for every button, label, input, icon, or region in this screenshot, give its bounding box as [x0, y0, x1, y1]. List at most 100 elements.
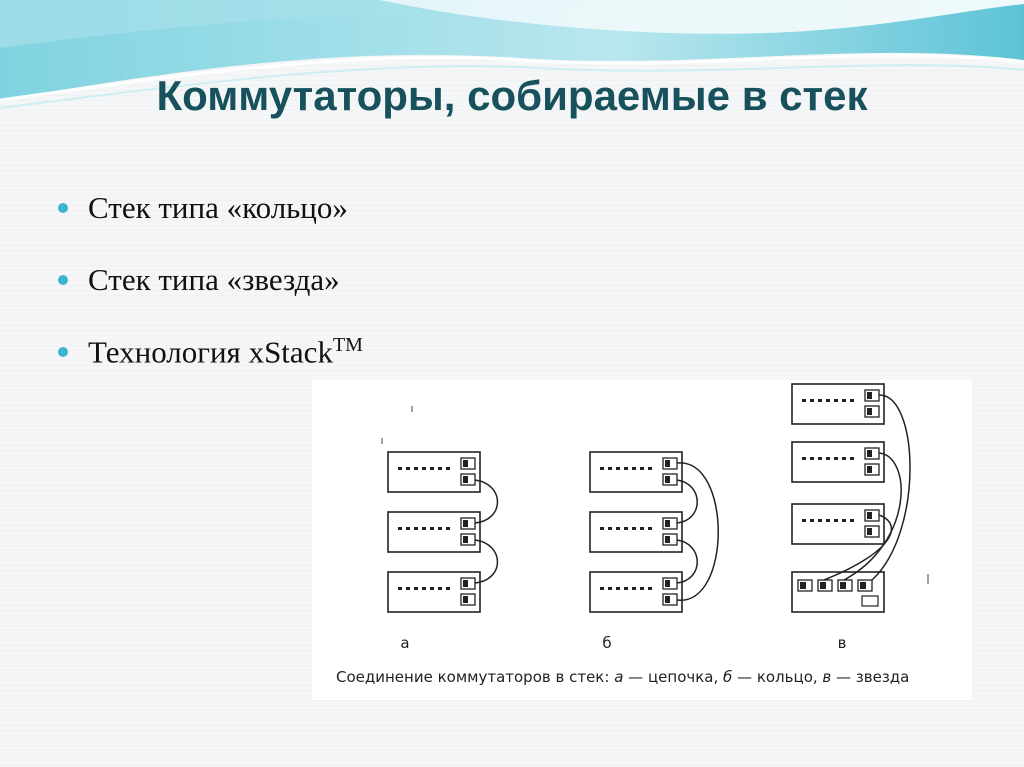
- switch-led: [430, 527, 434, 530]
- stack-cable: [474, 479, 499, 524]
- switch-led: [406, 467, 410, 470]
- switch-led: [422, 587, 426, 590]
- bullet-dot-icon: [58, 275, 68, 285]
- slide-title: Коммутаторы, собираемые в стек: [156, 72, 868, 119]
- switch-led: [632, 587, 636, 590]
- stack-port-pin: [665, 580, 670, 587]
- switch-led: [842, 457, 846, 460]
- switch-led: [398, 587, 402, 590]
- switch-led: [414, 527, 418, 530]
- switch-led: [398, 467, 402, 470]
- bullet-text-xstack: Технология xStackTM: [88, 334, 363, 370]
- stack-port-pin: [665, 520, 670, 527]
- switch-led: [608, 527, 612, 530]
- bullet-text: Стек типа «звезда»: [88, 262, 340, 297]
- switch-led: [802, 457, 806, 460]
- stack-port-pin: [665, 476, 670, 483]
- switch-led: [850, 399, 854, 402]
- switch-led: [414, 467, 418, 470]
- caption-letter-a: а: [614, 668, 624, 686]
- bullet-text-main: Технология xStack: [88, 334, 333, 370]
- stack-cable: [676, 479, 698, 524]
- switch-led: [446, 467, 450, 470]
- switch-led: [818, 457, 822, 460]
- switch-led: [608, 467, 612, 470]
- switch-led: [608, 587, 612, 590]
- bullet-item-ring: Стек типа «кольцо»: [58, 172, 363, 244]
- switch-led: [818, 519, 822, 522]
- bullet-dot-icon: [58, 347, 68, 357]
- switch-led: [600, 467, 604, 470]
- figure-caption: Соединение коммутаторов в стек: а — цепо…: [336, 668, 976, 686]
- caption-text-c: — звезда: [831, 668, 910, 686]
- switch-led: [842, 519, 846, 522]
- switch-led: [398, 527, 402, 530]
- stack-port-pin: [463, 536, 468, 543]
- switch-led: [802, 399, 806, 402]
- switch-led: [616, 587, 620, 590]
- master-port-alt: [861, 595, 879, 607]
- switch-led: [438, 527, 442, 530]
- trademark-sup: TM: [332, 333, 363, 356]
- panel-label-b: б: [602, 634, 612, 652]
- switch-led: [640, 527, 644, 530]
- switch-led: [438, 587, 442, 590]
- bullet-item-star: Стек типа «звезда»: [58, 244, 363, 316]
- master-port-pin: [820, 582, 826, 589]
- stack-port-pin: [867, 392, 872, 399]
- caption-text-a: — цепочка,: [623, 668, 724, 686]
- stack-port-pin: [463, 460, 468, 467]
- switch-led: [624, 467, 628, 470]
- switch-led: [406, 587, 410, 590]
- panel-label-c: в: [837, 634, 847, 652]
- switch-led: [632, 467, 636, 470]
- switch-led: [850, 519, 854, 522]
- switch-led: [648, 467, 652, 470]
- switch-led: [600, 527, 604, 530]
- switch-led: [640, 467, 644, 470]
- switch-led: [802, 519, 806, 522]
- switch-led: [648, 587, 652, 590]
- stack-port-pin: [867, 408, 872, 415]
- caption-letter-c: в: [822, 668, 832, 686]
- switch-led: [826, 519, 830, 522]
- switch-led: [818, 399, 822, 402]
- stack-diagram-figure: а б в Соединение коммутаторов в стек: а …: [312, 380, 972, 700]
- switch-led: [430, 587, 434, 590]
- stack-cable: [474, 539, 499, 584]
- header-wave-decoration: [0, 0, 1024, 109]
- switch-led: [438, 467, 442, 470]
- stack-port-pin: [867, 466, 872, 473]
- switch-led: [850, 457, 854, 460]
- switch-led: [810, 519, 814, 522]
- stack-cable: [871, 394, 911, 581]
- bullet-text: Стек типа «кольцо»: [88, 190, 348, 225]
- switch-led: [834, 457, 838, 460]
- switch-led: [446, 527, 450, 530]
- switch-led: [810, 399, 814, 402]
- switch-led: [826, 457, 830, 460]
- switch-led: [826, 399, 830, 402]
- stack-cable: [676, 539, 698, 584]
- caption-text-b: — кольцо,: [732, 668, 823, 686]
- stack-diagram: [381, 383, 929, 613]
- bullet-dot-icon: [58, 203, 68, 213]
- master-port-pin: [800, 582, 806, 589]
- stack-port-pin: [867, 450, 872, 457]
- switch-led: [810, 457, 814, 460]
- switch-led: [632, 527, 636, 530]
- switch-led: [648, 527, 652, 530]
- stack-port-pin: [665, 536, 670, 543]
- switch-led: [422, 527, 426, 530]
- stack-cable: [823, 514, 893, 581]
- switch-led: [446, 587, 450, 590]
- stack-cable: [676, 462, 719, 601]
- switch-led: [834, 519, 838, 522]
- stack-port-pin: [463, 476, 468, 483]
- stack-port-pin: [665, 596, 670, 603]
- stack-port-pin: [665, 460, 670, 467]
- stack-port-pin: [867, 512, 872, 519]
- switch-led: [624, 527, 628, 530]
- caption-prefix: Соединение коммутаторов в стек:: [336, 668, 615, 686]
- panel-label-a: а: [400, 634, 410, 652]
